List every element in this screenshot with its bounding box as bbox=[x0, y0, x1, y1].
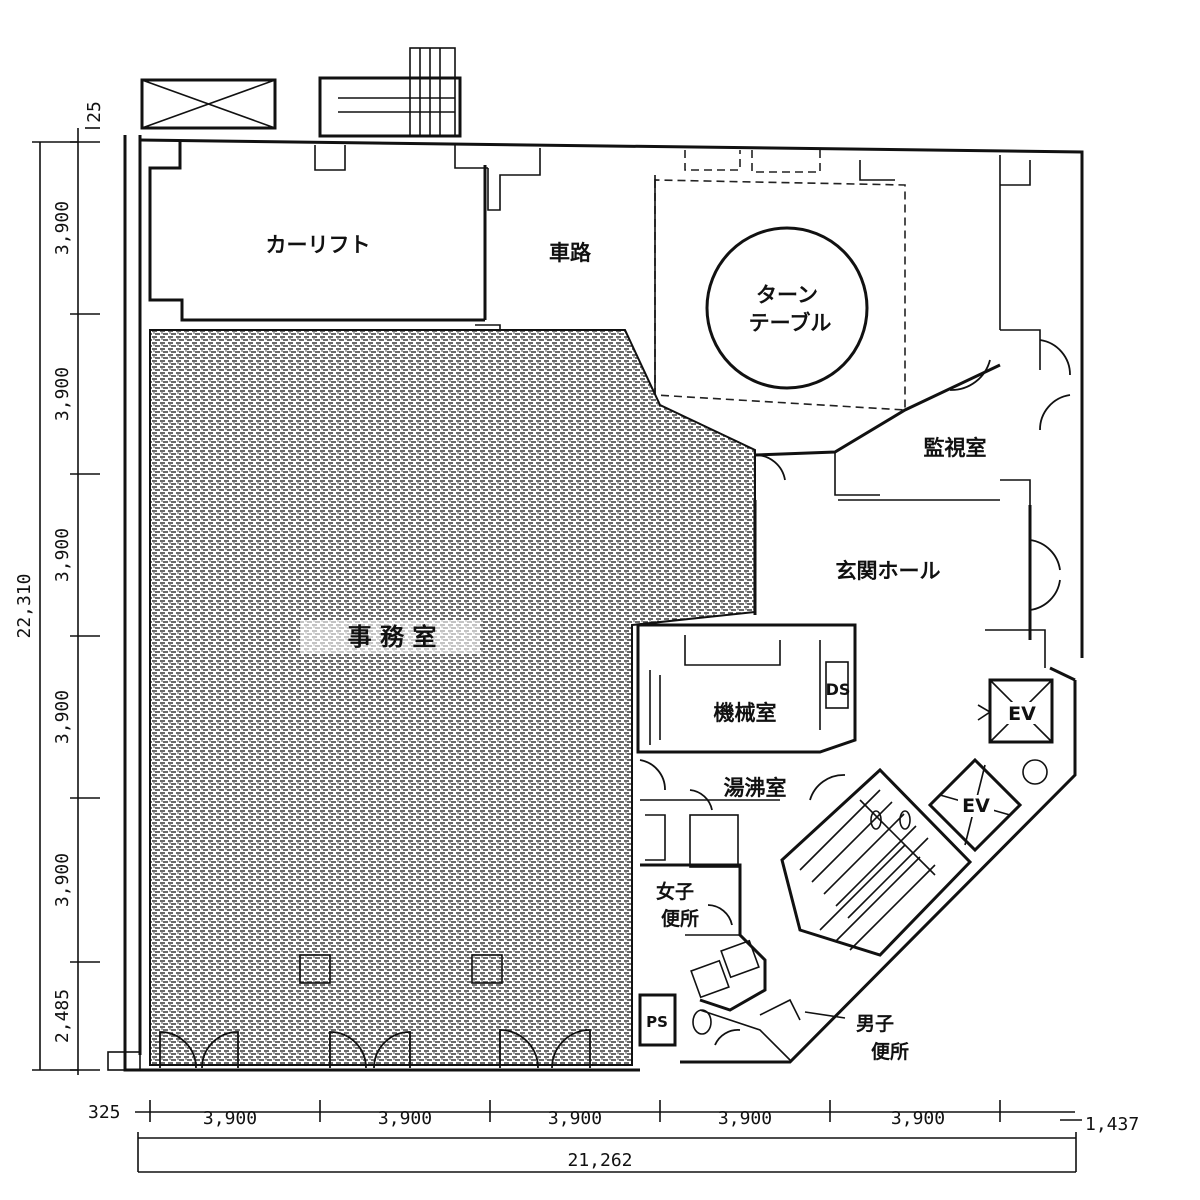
horizontal-dimension-chain bbox=[135, 1100, 1082, 1173]
ev1-label: EV bbox=[1008, 703, 1036, 725]
mens-toilet-leader bbox=[804, 1011, 846, 1019]
dim-horizontal-5: 3,900 bbox=[891, 1108, 945, 1129]
machine-room-area bbox=[636, 623, 857, 754]
dim-vertical-2: 3,900 bbox=[52, 367, 73, 421]
dim-vertical-3: 3,900 bbox=[52, 528, 73, 582]
dim-total-width: 21,262 bbox=[567, 1150, 632, 1171]
mens-toilet-label-line1: 男子 bbox=[856, 1013, 894, 1035]
entrance-hall-area bbox=[753, 500, 1061, 668]
top-shafts bbox=[140, 47, 462, 138]
car-lift-area bbox=[148, 142, 541, 330]
dim-horizontal-3: 3,900 bbox=[548, 1108, 602, 1129]
turntable-label-line1: ターン bbox=[756, 283, 818, 307]
stairwell bbox=[780, 767, 973, 957]
dim-vertical-1: 3,900 bbox=[52, 201, 73, 255]
ev2-label: EV bbox=[962, 795, 990, 817]
womens-toilet-area bbox=[640, 863, 767, 1035]
ds-label: DS bbox=[826, 680, 851, 699]
column-round bbox=[1022, 759, 1048, 785]
office-hatched-area bbox=[149, 329, 756, 1066]
driveway-label: 車路 bbox=[549, 241, 592, 265]
exterior-walls bbox=[107, 135, 1084, 1072]
dim-top-offset: 25 bbox=[84, 101, 105, 123]
monitor-room-label: 監視室 bbox=[924, 436, 987, 460]
dim-right-offset: 1,437 bbox=[1085, 1114, 1139, 1135]
vertical-dimension-chain bbox=[32, 127, 100, 1075]
elevator-2 bbox=[927, 757, 1023, 853]
womens-toilet-label-line1: 女子 bbox=[656, 880, 694, 903]
office-label: 事 務 室 bbox=[348, 623, 437, 651]
office-doors bbox=[159, 1029, 591, 1069]
ps-shaft bbox=[638, 993, 677, 1047]
mens-toilet-area bbox=[699, 998, 801, 1061]
dim-vertical-6: 2,485 bbox=[52, 989, 73, 1043]
dim-total-height: 22,310 bbox=[14, 573, 35, 638]
office-columns bbox=[299, 954, 503, 984]
elevator-1 bbox=[977, 678, 1054, 744]
office-label-backdrop bbox=[300, 620, 480, 654]
mens-toilet-label-line2: 便所 bbox=[871, 1041, 909, 1063]
dim-horizontal-4: 3,900 bbox=[718, 1108, 772, 1129]
dim-left-offset: 325 bbox=[88, 1102, 121, 1123]
machine-room-label: 機械室 bbox=[714, 701, 777, 725]
car-lift-label: カーリフト bbox=[266, 233, 371, 257]
dim-horizontal-1: 3,900 bbox=[203, 1108, 257, 1129]
womens-toilet-label-line2: 便所 bbox=[661, 908, 699, 930]
dim-horizontal-2: 3,900 bbox=[378, 1108, 432, 1129]
kitchenette-label: 湯沸室 bbox=[724, 776, 787, 800]
kitchenette-area bbox=[639, 759, 846, 868]
turntable-circle bbox=[705, 226, 869, 390]
monitor-room-area bbox=[754, 329, 1071, 505]
entrance-hall-label: 玄関ホール bbox=[836, 559, 941, 583]
dim-vertical-5: 3,900 bbox=[52, 853, 73, 907]
turntable-label-line2: テーブル bbox=[749, 311, 832, 335]
ps-label: PS bbox=[646, 1013, 668, 1031]
turntable-area bbox=[654, 150, 1031, 411]
dim-vertical-4: 3,900 bbox=[52, 690, 73, 744]
